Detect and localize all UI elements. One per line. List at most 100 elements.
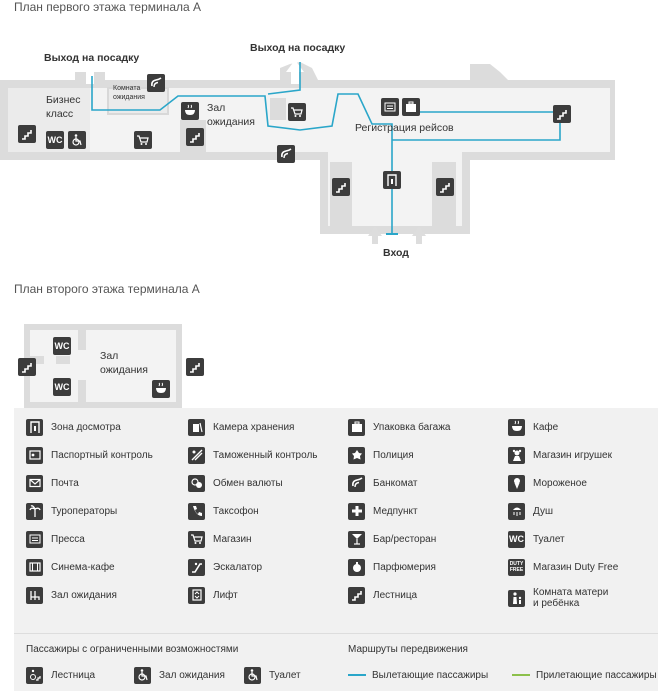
legend-item-storage: Камера хранения — [188, 417, 294, 437]
accessible-wc-icon — [244, 666, 261, 684]
legend-item-atm: Банкомат — [348, 473, 418, 493]
legend-label: Зал ожидания — [51, 589, 117, 601]
legend-item-cafe: Кафе — [508, 417, 558, 437]
floor1-plan — [0, 60, 615, 244]
cafe-cup-icon — [152, 380, 170, 398]
legend-item-baggage: Упаковка багажа — [348, 417, 450, 437]
entrance-arrow-right — [412, 226, 426, 244]
currency-exchange-icon — [188, 474, 205, 492]
legend-item-customs: Таможенный контроль — [188, 445, 318, 465]
legend-item-medical: Медпункт — [348, 501, 418, 521]
floor1-floor — [8, 88, 610, 226]
legend-label: Зона досмотра — [51, 421, 121, 433]
accessible-heading: Пассажиры с ограниченными возможностями — [26, 644, 239, 655]
baggage-wrap-icon — [402, 98, 420, 116]
legend-label: Туалет — [269, 669, 301, 681]
legend-label: Парфюмерия — [373, 561, 436, 573]
floor2-wall-vertical-2 — [78, 380, 86, 402]
route-line-arriving — [512, 674, 530, 676]
shopping-cart-icon — [188, 530, 205, 548]
luggage-storage-icon — [188, 418, 205, 436]
stairs-icon — [18, 125, 36, 143]
film-icon — [26, 558, 43, 576]
shower-icon — [508, 502, 525, 520]
atm-icon — [147, 74, 165, 92]
cocktail-icon — [348, 530, 365, 548]
legend-item-accessible-wc: Туалет — [244, 665, 301, 685]
legend-item-escalator: Эскалатор — [188, 557, 262, 577]
floor2-waiting-label-2: ожидания — [100, 364, 148, 376]
legend-item-waiting: Зал ожидания — [26, 585, 117, 605]
legend-label: Туроператоры — [51, 505, 118, 517]
perfume-icon — [348, 558, 365, 576]
legend-item-exchange: Обмен валюты — [188, 473, 283, 493]
legend-label: Медпункт — [373, 505, 418, 517]
legend-label: Душ — [533, 505, 554, 517]
entrance-label: Вход — [383, 247, 409, 259]
stairs-icon — [186, 358, 204, 376]
registration-label: Регистрация рейсов — [355, 122, 454, 134]
legend-item-cinema: Синема-кафе — [26, 557, 115, 577]
mother-child-icon — [508, 589, 525, 607]
legend-item-press: Пресса — [26, 529, 85, 549]
legend-item-passport: Паспортный контроль — [26, 445, 153, 465]
floor1-title: План первого этажа терминала А — [14, 0, 202, 14]
toy-icon — [508, 446, 525, 464]
legend-label: Эскалатор — [213, 561, 263, 573]
escalator-icon — [188, 558, 205, 576]
legend-item-tour: Туроператоры — [26, 501, 117, 521]
cafe-cup-icon — [181, 102, 199, 120]
legend-item-shower: Душ — [508, 501, 553, 521]
legend-item-accessible-stairs: Лестница — [26, 665, 95, 685]
ice-cream-icon — [508, 474, 525, 492]
business-label-2: класс — [46, 108, 74, 120]
newspaper-icon — [381, 98, 399, 116]
accessible-wc-icon — [68, 131, 86, 149]
accessible-stairs-icon — [26, 666, 43, 684]
security-frame-icon — [383, 171, 401, 189]
shopping-cart-icon — [134, 131, 152, 149]
wc-icon: WC — [53, 378, 71, 396]
inner-wall-2 — [270, 98, 286, 120]
floor2-wall-divider-2 — [56, 356, 70, 364]
phone-icon — [188, 502, 205, 520]
accessible-waiting-icon — [134, 666, 151, 684]
legend-item-elevator: Лифт — [188, 585, 238, 605]
shopping-cart-icon — [288, 103, 306, 121]
legend-item-security: Зона досмотра — [26, 417, 121, 437]
security-frame-icon — [26, 418, 43, 436]
legend-label: Магазин игрушек — [533, 449, 612, 461]
legend-label: Вылетающие пассажиры — [372, 669, 489, 681]
legend-label: Комната матери — [533, 587, 609, 598]
duty-free-icon: DUTY FREE — [508, 558, 525, 576]
legend-label: Таксофон — [213, 505, 259, 517]
legend-footer: Пассажиры с ограниченными возможностями … — [14, 633, 658, 691]
medical-cross-icon — [348, 502, 365, 520]
exit-left-label: Выход на посадку — [44, 52, 140, 64]
legend-label: Мороженое — [533, 477, 587, 489]
legend-label: Прилетающие пассажиры — [536, 669, 657, 681]
customs-icon — [188, 446, 205, 464]
legend-label: Обмен валюты — [213, 477, 283, 489]
legend-label: Зал ожидания — [159, 669, 225, 681]
baggage-wrap-icon — [348, 418, 365, 436]
legend-label: Почта — [51, 477, 79, 489]
departing-route-2 — [267, 62, 301, 95]
exit-right-label: Выход на посадку — [250, 42, 346, 54]
stairs-icon — [186, 128, 204, 146]
cafe-cup-icon — [508, 418, 525, 436]
legend-label: Кафе — [533, 421, 559, 433]
wc-icon: WC — [46, 131, 64, 149]
newspaper-icon — [26, 530, 43, 548]
departing-route — [91, 76, 561, 234]
elevator-icon — [188, 586, 205, 604]
stairs-icon — [348, 586, 365, 604]
palm-tree-icon — [26, 502, 43, 520]
wc-icon: WC — [53, 337, 71, 355]
floor2-waiting-label-1: Зал — [100, 350, 119, 362]
legend-item-phone: Таксофон — [188, 501, 259, 521]
legend-item-accessible-waiting: Зал ожидания — [134, 665, 225, 685]
